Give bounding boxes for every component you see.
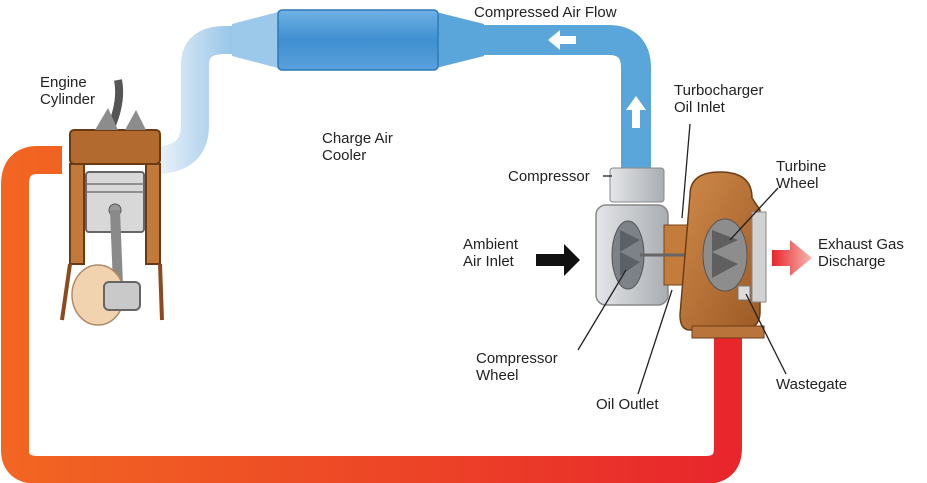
label-engine-cylinder: Engine Cylinder [40,74,96,108]
flow-arrow-up-icon [626,96,646,128]
label-wastegate: Wastegate [776,376,848,393]
turbine-housing [679,171,767,339]
label-compressed-air-flow: Compressed Air Flow [474,4,617,21]
leader-lines [577,123,787,395]
label-compressor-wheel: Compressor Wheel [476,350,558,384]
label-compressor: Compressor [508,168,590,185]
ambient-air-arrow-icon [536,244,580,276]
label-turbocharger-oil-inlet: Turbocharger Oil Inlet [674,82,764,116]
label-ambient-air-inlet: Ambient Air Inlet [463,236,519,270]
exhaust-discharge-arrow-icon [772,240,812,276]
flow-arrow-left-icon [548,30,576,50]
exhaust-pipe [1,146,742,483]
label-turbine-wheel: Turbine Wheel [776,158,827,192]
label-charge-air-cooler: Charge Air Cooler [322,130,393,164]
label-exhaust-gas-discharge: Exhaust Gas Discharge [818,236,904,270]
intake-air-pipe [154,26,290,174]
engine-cylinder [60,79,164,326]
charge-air-cooler [232,9,484,71]
label-oil-outlet: Oil Outlet [596,396,659,413]
compressor-housing [595,167,669,306]
compressed-air-pipe [470,25,651,170]
